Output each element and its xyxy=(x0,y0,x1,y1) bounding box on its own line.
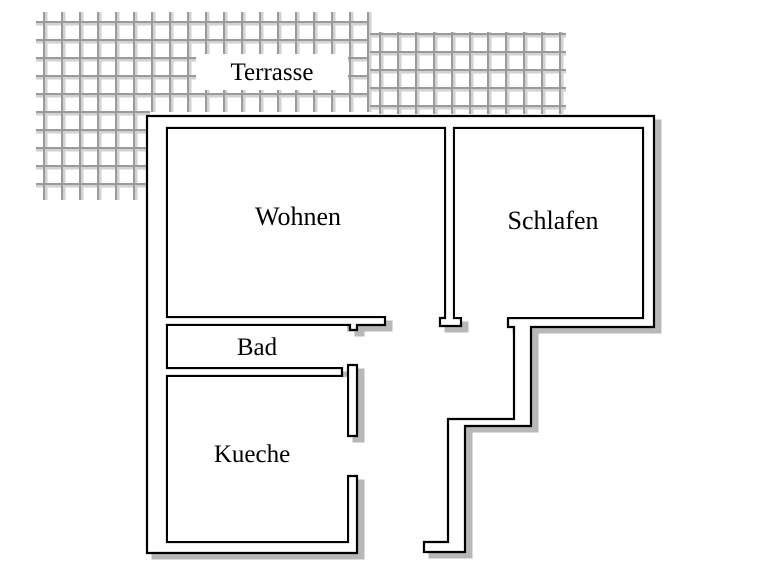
room-label-wohnen: Wohnen xyxy=(255,202,341,231)
room-label-schlafen: Schlafen xyxy=(508,206,599,235)
walls xyxy=(145,114,656,555)
room-bad xyxy=(168,326,347,367)
room-schlafen xyxy=(455,129,642,317)
room-label-kueche: Kueche xyxy=(214,441,290,468)
room-kueche xyxy=(168,377,347,541)
wall-outer xyxy=(145,114,656,555)
wall-kitchen-stub xyxy=(346,363,359,438)
room-label-terrasse: Terrasse xyxy=(231,59,314,86)
room-wohnen xyxy=(168,129,444,316)
terrasse-label-bg xyxy=(196,54,348,90)
room-label-bad: Bad xyxy=(237,334,278,361)
